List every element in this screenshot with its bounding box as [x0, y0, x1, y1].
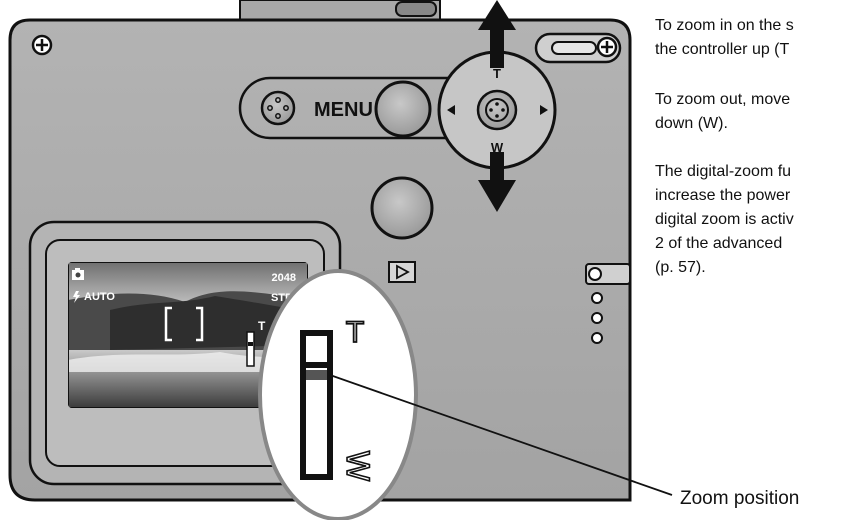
- instruction-para-3-line-1: The digital-zoom fu: [655, 163, 792, 180]
- instruction-para-1-line-1: To zoom in on the s: [655, 17, 794, 34]
- lcd-zoom-bar-indicator: [248, 342, 253, 346]
- zoom-position-caption: Zoom position: [680, 488, 800, 509]
- flash-mode-indicator: AUTO: [84, 291, 115, 303]
- menu-label: MENU: [314, 99, 373, 121]
- lcd-zoom-bar: [246, 331, 255, 367]
- indicator-led: [591, 332, 603, 344]
- focus-frame: [164, 306, 204, 342]
- zoom-bar: [300, 330, 333, 480]
- callout-wide-symbol: W: [340, 451, 376, 482]
- playback-button[interactable]: [388, 261, 416, 283]
- arrow-up-icon: [478, 0, 516, 68]
- flash-icon: [73, 291, 80, 303]
- indicator-led: [591, 312, 603, 324]
- menu-button[interactable]: [374, 80, 432, 138]
- side-switch[interactable]: [585, 263, 631, 285]
- instruction-para-2-line-2: down (W).: [655, 115, 728, 132]
- instruction-para-1-line-2: the controller up (T: [655, 41, 790, 58]
- tele-label: T: [493, 66, 501, 81]
- arrow-down-icon: [478, 152, 516, 212]
- callout-leader-line: [329, 374, 673, 496]
- dot-pattern-icon: [260, 90, 296, 126]
- left-arrow-icon: [447, 105, 455, 115]
- right-arrow-icon: [540, 105, 548, 115]
- callout-tele-symbol: T: [346, 316, 364, 349]
- screw-icon: [596, 36, 618, 58]
- instruction-para-2-line-1: To zoom out, move: [655, 91, 791, 108]
- instruction-para-3-line-4: 2 of the advanced: [655, 235, 783, 252]
- instruction-para-3-line-5: (p. 57).: [655, 259, 706, 276]
- image-size-indicator: 2048: [272, 272, 296, 284]
- camera-mode-icon: [72, 268, 84, 280]
- instruction-para-3-line-2: increase the power: [655, 187, 791, 204]
- indicator-led: [591, 292, 603, 304]
- lcd-zoom-tele-label: T: [258, 319, 266, 333]
- zoom-callout-ellipse: [258, 269, 418, 520]
- screw-icon: [31, 34, 53, 56]
- instruction-para-3-line-3: digital zoom is activ: [655, 211, 794, 228]
- top-switch: [395, 1, 437, 17]
- controller-center-button[interactable]: [476, 89, 518, 131]
- zoom-bar-divider: [306, 362, 327, 368]
- zoom-position-marker: [306, 370, 327, 380]
- wide-label: W: [491, 140, 504, 155]
- round-button[interactable]: [370, 176, 434, 240]
